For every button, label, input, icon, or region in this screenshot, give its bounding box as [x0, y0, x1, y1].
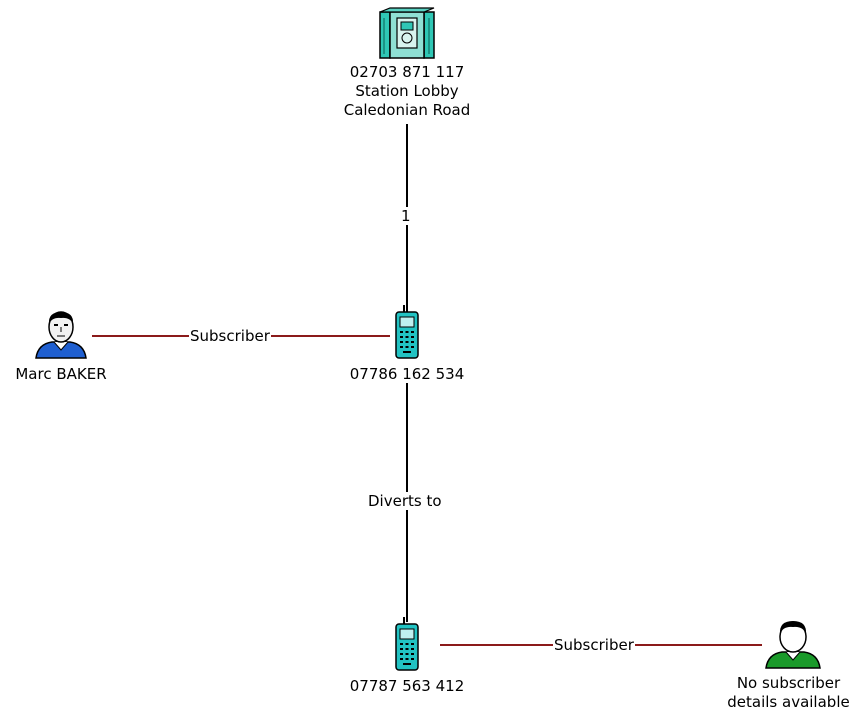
mobile-1-label: 07786 162 534 [337, 365, 477, 384]
payphone-icon[interactable] [379, 7, 435, 59]
mobile-1-number: 07786 162 534 [349, 365, 465, 383]
edge-label-mobile-2-to-person-2: Subscriber [553, 636, 635, 654]
person-2-line-1: No subscriber [736, 674, 841, 692]
payphone-street: Caledonian Road [343, 101, 471, 119]
payphone-location: Station Lobby [355, 82, 459, 100]
edge-label-payphone-to-mobile-1: 1 [400, 207, 412, 225]
edge-label-mobile-1-to-mobile-2: Diverts to [367, 492, 443, 510]
person-2-label: No subscriber details available [716, 674, 861, 712]
person-icon[interactable] [35, 311, 87, 359]
edge-label-person-1-to-mobile-1: Subscriber [189, 327, 271, 345]
mobile-phone-icon[interactable] [395, 617, 419, 671]
person-1-label: Marc BAKER [0, 365, 122, 384]
mobile-2-number: 07787 563 412 [349, 677, 465, 695]
mobile-2-label: 07787 563 412 [337, 677, 477, 696]
person-1-name: Marc BAKER [15, 365, 107, 383]
person-icon[interactable] [765, 621, 821, 669]
payphone-label: 02703 871 117 Station Lobby Caledonian R… [337, 63, 477, 120]
mobile-phone-icon[interactable] [395, 305, 419, 359]
payphone-number: 02703 871 117 [349, 63, 465, 81]
person-2-line-2: details available [727, 693, 850, 711]
